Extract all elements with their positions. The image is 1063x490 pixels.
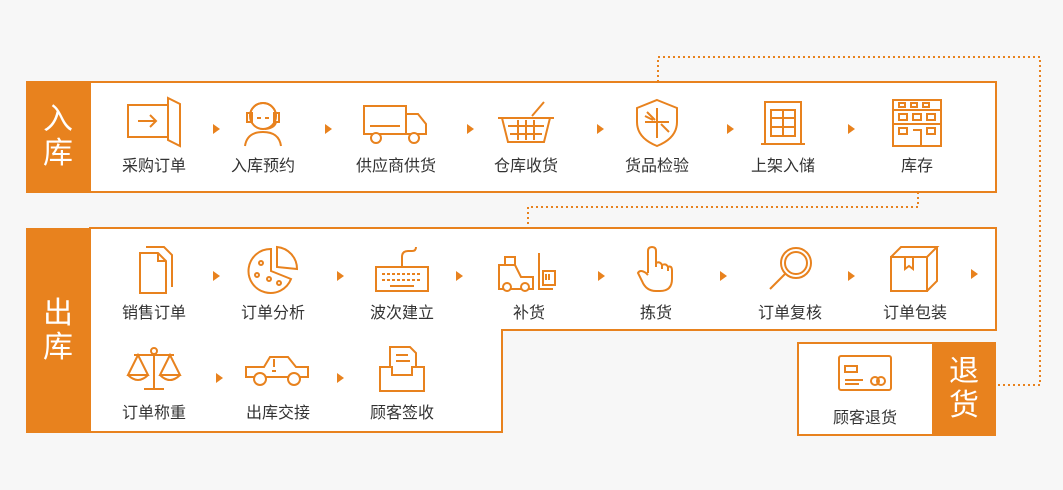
step-inbound-appointment: 入库预约: [203, 96, 323, 176]
step-inventory: 库存: [857, 96, 977, 176]
step-label: 供应商供货: [355, 156, 436, 175]
pie-chart-icon: [247, 245, 299, 294]
step-order-packing: 订单包装: [855, 243, 975, 323]
arrow-icon: [848, 124, 855, 134]
step-label: 订单包装: [882, 303, 947, 322]
arrow-icon: [325, 124, 332, 134]
arrow-icon: [213, 124, 220, 134]
forklift-icon: [498, 253, 556, 292]
step-label: 订单分析: [240, 303, 305, 322]
step-label: 订单复核: [757, 303, 822, 322]
step-customer-receipt: 顾客签收: [342, 343, 462, 423]
returns-tag: 退 货: [932, 342, 996, 436]
keyboard-icon: [375, 246, 429, 292]
purchase-order-icon: [127, 96, 181, 148]
arrow-icon: [337, 373, 344, 383]
arrow-icon: [598, 271, 605, 281]
step-label: 销售订单: [121, 303, 186, 322]
pointing-hand-icon: [636, 245, 673, 292]
arrow-icon: [456, 271, 463, 281]
step-wave-creation: 波次建立: [342, 243, 462, 323]
inbox-icon: [379, 346, 425, 392]
returns-tag-char-2: 货: [949, 388, 979, 423]
step-label: 订单称重: [121, 403, 186, 422]
step-sales-order: 销售订单: [94, 243, 214, 323]
arrow-icon: [848, 271, 855, 281]
inbound-tag: 入 库: [26, 81, 90, 193]
card-icon: [838, 355, 892, 391]
step-outbound-handover: 出库交接: [218, 343, 338, 423]
arrow-icon: [971, 269, 978, 279]
step-quality-inspection: 货品检验: [597, 96, 717, 176]
step-customer-return: 顾客退货: [805, 348, 925, 428]
step-label: 顾客退货: [832, 408, 897, 427]
step-picking: 拣货: [596, 243, 716, 323]
pickup-truck-icon: [245, 356, 309, 386]
inbound-tag-char-2: 库: [43, 136, 73, 171]
basket-icon: [498, 101, 554, 143]
outbound-tag: 出 库: [26, 228, 90, 433]
step-label: 入库预约: [230, 156, 295, 175]
arrow-icon: [216, 373, 223, 383]
step-purchase-order: 采购订单: [94, 96, 214, 176]
arrow-icon: [213, 271, 220, 281]
step-order-weighing: 订单称重: [94, 343, 214, 423]
step-put-away: 上架入储: [723, 96, 843, 176]
step-label: 波次建立: [369, 303, 434, 322]
step-label: 顾客签收: [369, 403, 434, 422]
warehouse-icon: [892, 99, 942, 147]
returns-tag-char-1: 退: [949, 354, 979, 389]
step-label: 拣货: [639, 303, 672, 322]
arrow-icon: [597, 124, 604, 134]
step-supplier-delivery: 供应商供货: [336, 96, 456, 176]
operator-headset-icon: [244, 102, 282, 147]
step-label: 仓库收货: [493, 156, 558, 175]
step-label: 货品检验: [624, 156, 689, 175]
inbound-tag-char-1: 入: [43, 102, 73, 137]
box-icon: [890, 246, 940, 292]
step-label: 采购订单: [121, 156, 186, 175]
arrow-icon: [467, 124, 474, 134]
inbound-process-panel: [89, 81, 997, 193]
scale-icon: [126, 347, 182, 390]
step-label: 上架入储: [750, 156, 815, 175]
truck-icon: [363, 105, 427, 144]
arrow-icon: [337, 271, 344, 281]
step-label: 出库交接: [245, 403, 310, 422]
step-order-analysis: 订单分析: [213, 243, 333, 323]
arrow-icon: [720, 271, 727, 281]
arrow-icon: [727, 124, 734, 134]
step-label: 补货: [512, 303, 545, 322]
outbound-tag-char-2: 库: [43, 329, 73, 365]
shelf-icon: [761, 101, 805, 145]
documents-icon: [139, 246, 173, 294]
step-replenishment: 补货: [469, 243, 589, 323]
step-order-review: 订单复核: [730, 243, 850, 323]
outbound-tag-char-1: 出: [43, 295, 73, 331]
magnifier-icon: [769, 247, 812, 290]
shield-icon: [636, 98, 678, 148]
step-label: 库存: [900, 156, 933, 175]
step-warehouse-receiving: 仓库收货: [466, 96, 586, 176]
